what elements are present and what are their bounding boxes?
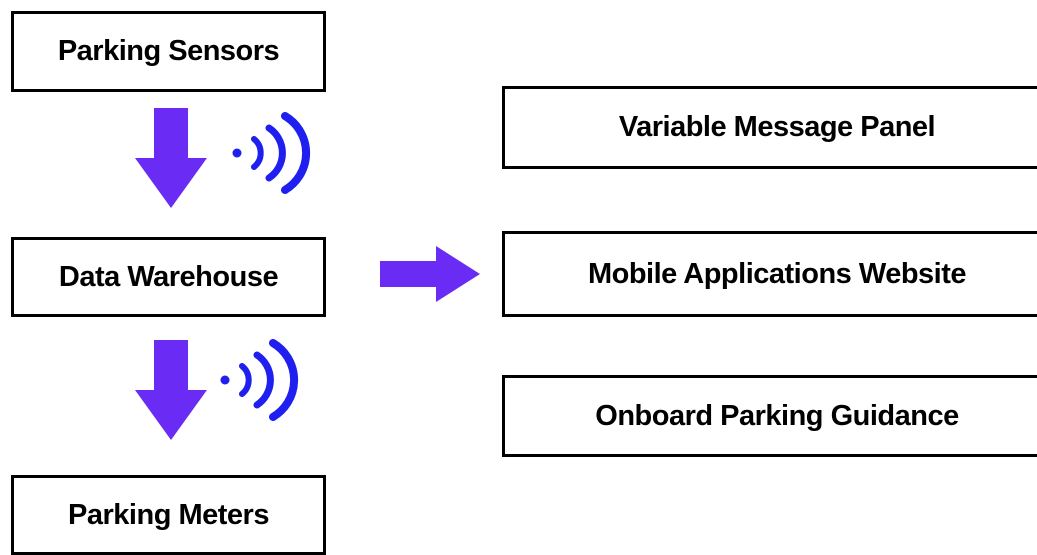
mobile-applications-website-label: Mobile Applications Website bbox=[587, 257, 967, 290]
wireless-signal-icon bbox=[220, 339, 299, 421]
data-warehouse-box: Data Warehouse bbox=[11, 237, 326, 317]
data-warehouse-label: Data Warehouse bbox=[58, 260, 279, 293]
parking-meters-box: Parking Meters bbox=[11, 475, 326, 555]
arrow-right-icon bbox=[380, 246, 480, 302]
parking-sensors-box: Parking Sensors bbox=[11, 11, 326, 92]
wireless-signal-icon bbox=[232, 112, 311, 194]
onboard-parking-guidance-label: Onboard Parking Guidance bbox=[595, 399, 959, 432]
onboard-parking-guidance-box: Onboard Parking Guidance bbox=[502, 375, 1037, 457]
variable-message-panel-label: Variable Message Panel bbox=[618, 111, 936, 143]
parking-sensors-label: Parking Sensors bbox=[57, 35, 280, 67]
parking-meters-label: Parking Meters bbox=[68, 498, 269, 531]
mobile-applications-website-box: Mobile Applications Website bbox=[502, 231, 1037, 317]
arrow-down-icon bbox=[135, 340, 207, 440]
arrow-down-icon bbox=[135, 108, 207, 208]
variable-message-panel-box: Variable Message Panel bbox=[502, 86, 1037, 169]
